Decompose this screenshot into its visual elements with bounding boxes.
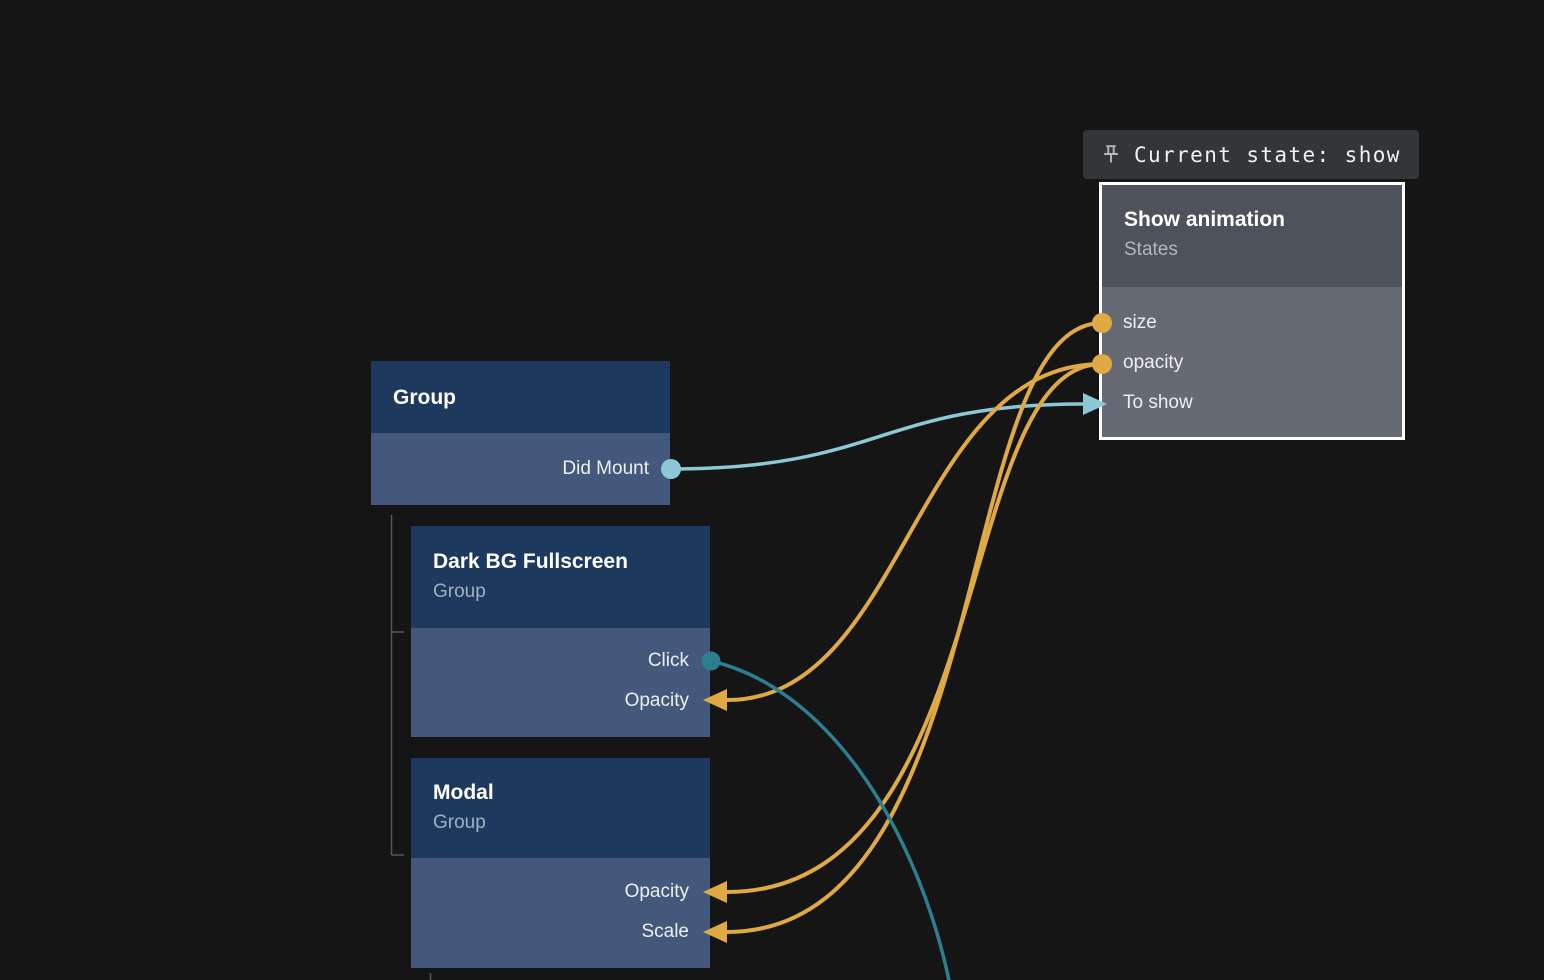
port-opacity[interactable]: opacity — [1123, 352, 1184, 373]
node-show-animation[interactable]: Show animation States size opacity To sh… — [1099, 182, 1405, 440]
current-state-pill[interactable]: Current state: show — [1083, 130, 1419, 179]
node-title: Group — [393, 385, 456, 409]
port-to-show[interactable]: To show — [1123, 392, 1193, 413]
node-modal-body: Opacity Scale — [411, 858, 710, 968]
port-click[interactable]: Click — [647, 650, 689, 671]
node-subtitle: Group — [433, 812, 486, 833]
node-modal-header[interactable]: Modal Group — [411, 758, 710, 858]
node-title: Show animation — [1124, 208, 1286, 231]
port-opacity[interactable]: Opacity — [624, 690, 689, 711]
node-subtitle: States — [1124, 239, 1178, 260]
node-title: Dark BG Fullscreen — [433, 550, 628, 573]
pin-icon — [1101, 144, 1121, 165]
node-group-header[interactable]: Group — [371, 361, 670, 433]
node-title: Modal — [433, 781, 494, 804]
port-scale[interactable]: Scale — [641, 921, 689, 942]
edge-size-modal-scale — [726, 321, 1103, 934]
port-did-mount[interactable]: Did Mount — [562, 458, 649, 479]
current-state-label: Current state: show — [1134, 142, 1401, 167]
node-dark-bg-body: Click Opacity — [411, 628, 710, 737]
edge-click-offscreen — [710, 659, 951, 980]
edge-opacity-darkbg-opacity — [726, 362, 1103, 702]
node-show-animation-body: size opacity To show — [1102, 287, 1402, 437]
node-group-body: Did Mount — [371, 433, 670, 505]
node-dark-bg-fullscreen[interactable]: Dark BG Fullscreen Group Click Opacity — [411, 526, 710, 737]
port-size[interactable]: size — [1123, 312, 1157, 333]
node-show-animation-header[interactable]: Show animation States — [1102, 185, 1402, 287]
node-dark-bg-header[interactable]: Dark BG Fullscreen Group — [411, 526, 710, 628]
node-modal[interactable]: Modal Group Opacity Scale — [411, 758, 710, 968]
edge-didmount-toshow — [670, 402, 1084, 471]
edge-opacity-modal-opacity — [726, 362, 1103, 894]
node-subtitle: Group — [433, 581, 486, 602]
node-group[interactable]: Group Did Mount — [371, 361, 670, 505]
port-opacity[interactable]: Opacity — [624, 881, 689, 902]
